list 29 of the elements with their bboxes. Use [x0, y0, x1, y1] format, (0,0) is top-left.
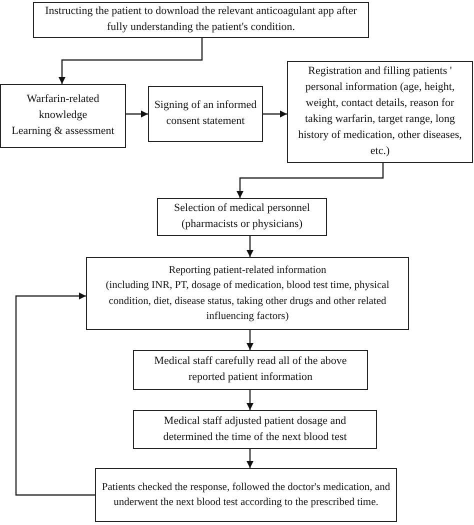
process-box — [0, 84, 126, 148]
process-box — [95, 468, 397, 522]
process-box — [33, 2, 369, 38]
process-box — [133, 350, 368, 390]
arrow — [246, 330, 254, 350]
process-box — [157, 198, 327, 236]
step-text: Signing of an informed consent statement — [153, 98, 258, 129]
process-box — [287, 61, 473, 163]
arrow — [15, 292, 95, 496]
step-text: Medical staff carefully read all of the above reported patient information — [153, 354, 348, 385]
process-box — [86, 257, 409, 330]
arrow — [58, 38, 203, 84]
arrow — [263, 110, 287, 118]
step-text: Selection of medical personnel (pharmacists or physicians) — [173, 201, 311, 232]
process-box — [133, 410, 377, 449]
process-box — [148, 86, 263, 142]
step-text: Learning & assessment — [12, 124, 114, 139]
step-text: Patients checked the response, followed the doctor's medication, and underwent the next blood test according to the prescribed time. — [100, 480, 392, 510]
arrow — [246, 390, 254, 410]
step-text: Warfarin-related knowledge — [26, 92, 100, 124]
step-text: (including INR, PT, dosage of medication, blood test time, physical condition, diet, disease status, taking other drugs and other related influencing factors) — [104, 279, 390, 324]
arrow — [236, 163, 384, 198]
arrow — [246, 236, 254, 257]
step-text: Reporting patient-related information — [168, 264, 326, 278]
arrow — [126, 110, 148, 118]
step-text: Medical staff adjusted patient dosage and determined the time of the next blood test — [162, 414, 348, 444]
step-text: Registration and filling patients ' personal information (age, height, weight, contact details, reason for taking warfarin, target range, long history of medication, other diseases, etc.) — [297, 64, 463, 159]
step-text: Instructing the patient to download the relevant anticoagulant app after fully understanding the patient's condition. — [44, 4, 358, 35]
arrow — [246, 449, 254, 468]
